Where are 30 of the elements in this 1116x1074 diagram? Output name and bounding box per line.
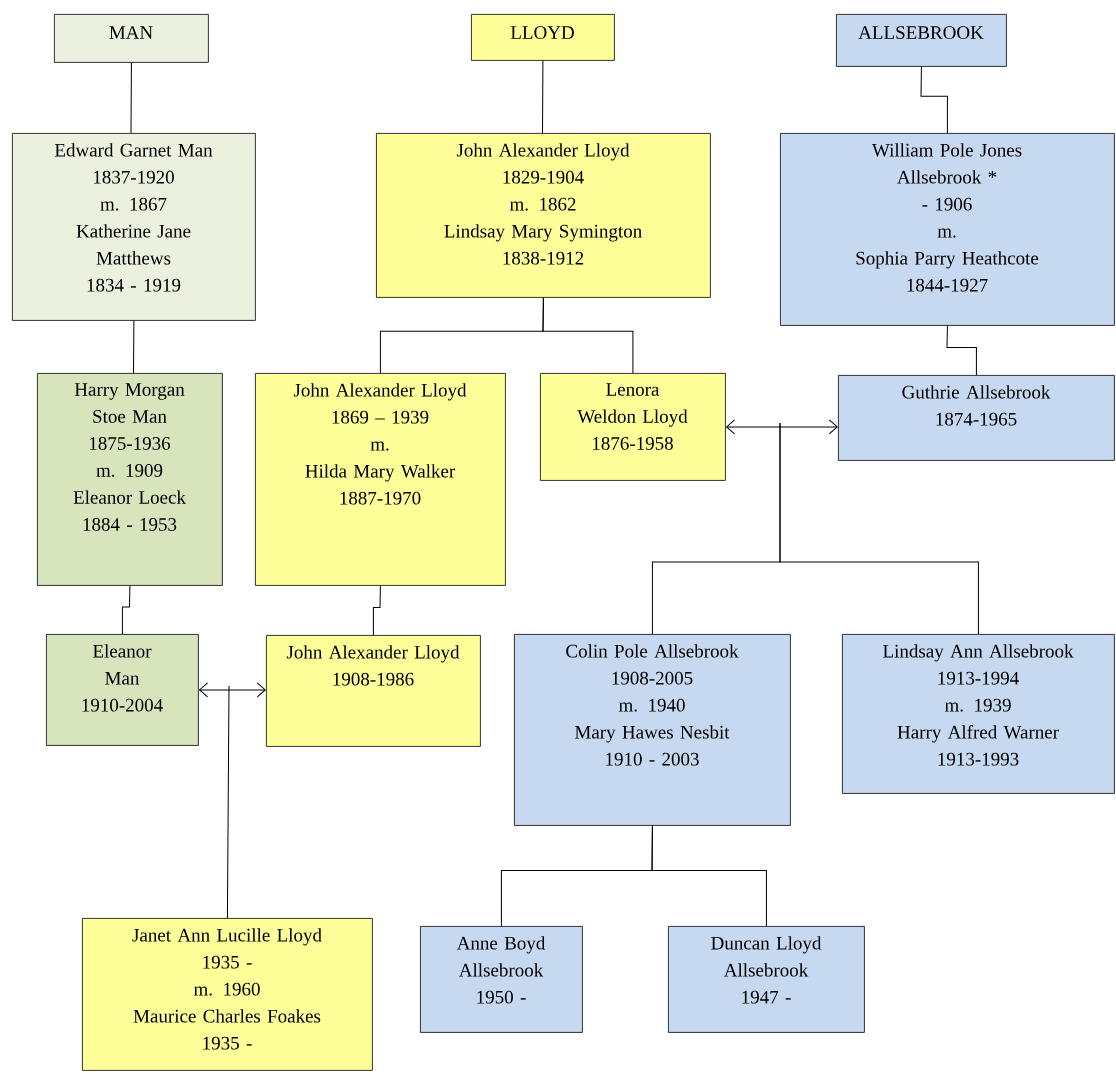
- connector-line: [121, 585, 131, 635]
- family-header: ALLSEBROOK: [836, 14, 1007, 67]
- person-box: Janet Ann Lucille Lloyd 1935 - m. 1960 Maurice Charles Foakes 1935 -: [82, 918, 373, 1071]
- connector-line: [651, 825, 767, 927]
- person-box: William Pole Jones Allsebrook * - 1906 m. Sophia Parry Heathcote 1844-1927: [780, 133, 1115, 326]
- person-box: John Alexander Lloyd 1829-1904 m. 1862 Lindsay Mary Symington 1838-1912: [376, 133, 711, 298]
- connector-line: [226, 685, 230, 919]
- person-box: Edward Garnet Man 1837-1920 m. 1867 Katherine Jane Matthews 1834 - 1919: [12, 133, 256, 321]
- connector-line: [133, 320, 135, 374]
- person-box: Colin Pole Allsebrook 1908-2005 m. 1940 Mary Hawes Nesbit 1910 - 2003: [514, 634, 791, 826]
- connector-line: [542, 60, 544, 134]
- connector-line: [946, 325, 977, 376]
- person-box: Duncan Lloyd Allsebrook 1947 -: [668, 926, 865, 1033]
- family-header: LLOYD: [471, 14, 615, 61]
- person-box: Anne Boyd Allsebrook 1950 -: [420, 926, 583, 1033]
- marriage-arrow: [199, 682, 266, 698]
- person-box: Lindsay Ann Allsebrook 1913-1994 m. 1939 Harry Alfred Warner 1913-1993: [842, 634, 1115, 794]
- person-box: Harry Morgan Stoe Man 1875-1936 m. 1909 Eleanor Loeck 1884 - 1953: [37, 373, 223, 586]
- connector-line: [372, 585, 381, 636]
- person-box: Eleanor Man 1910-2004: [46, 634, 199, 746]
- person-box: Lenora Weldon Lloyd 1876-1958: [540, 373, 726, 481]
- connector-line: [920, 66, 948, 134]
- connector-line: [779, 422, 979, 635]
- person-box: John Alexander Lloyd 1908-1986: [266, 635, 481, 747]
- marriage-arrow: [726, 419, 838, 435]
- person-box: Guthrie Allsebrook 1874-1965: [838, 375, 1115, 461]
- family-header: MAN: [54, 14, 209, 63]
- connector-line: [542, 297, 634, 374]
- connector-line: [130, 62, 132, 134]
- person-box: John Alexander Lloyd 1869 – 1939 m. Hilda Mary Walker 1887-1970: [255, 373, 506, 586]
